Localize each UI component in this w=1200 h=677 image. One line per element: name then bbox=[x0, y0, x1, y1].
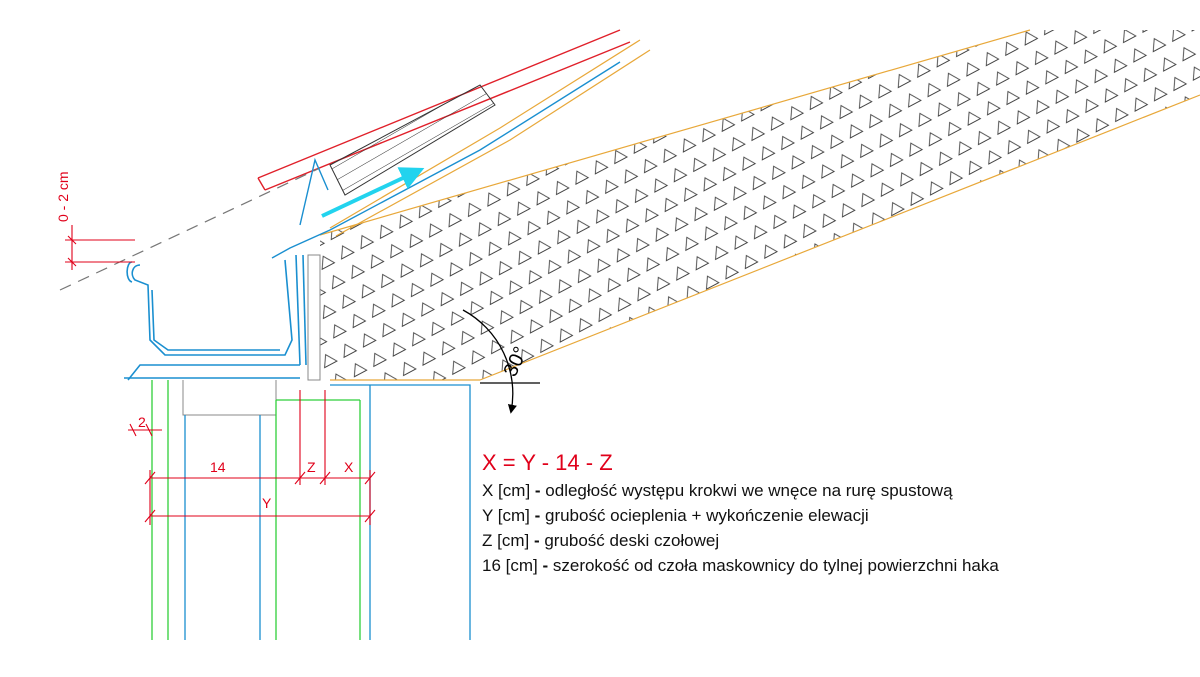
legend-sep: - bbox=[530, 481, 546, 500]
roof-slope-line bbox=[59, 167, 321, 291]
dim-top-offset: 0 - 2 cm bbox=[55, 171, 71, 222]
legend: X = Y - 14 - Z X [cm] - odległość występ… bbox=[482, 448, 999, 578]
drip-edge bbox=[271, 61, 621, 259]
legend-row-16: 16 [cm] - szerokość od czoła maskownicy … bbox=[482, 553, 999, 578]
wall-layers bbox=[151, 380, 471, 640]
angle-indicator bbox=[462, 309, 540, 414]
legend-key: 16 [cm] bbox=[482, 556, 538, 575]
legend-text: grubość deski czołowej bbox=[544, 531, 720, 550]
legend-key: X [cm] bbox=[482, 481, 531, 500]
legend-key: Y [cm] bbox=[482, 506, 530, 525]
legend-text: grubość ocieplenia + wykończenie elewacj… bbox=[544, 506, 869, 525]
dim-board: Z bbox=[307, 459, 316, 475]
legend-row-x: X [cm] - odległość występu krokwi we wnę… bbox=[482, 478, 999, 503]
batten bbox=[329, 84, 496, 196]
ventilation-arrow bbox=[321, 167, 425, 218]
dim-hook: 14 bbox=[210, 459, 226, 475]
legend-text: szerokość od czoła maskownicy do tylnej … bbox=[552, 556, 999, 575]
legend-text: odległość występu krokwi we wnęce na rur… bbox=[545, 481, 953, 500]
legend-key: Z [cm] bbox=[482, 531, 530, 550]
insulation-layer bbox=[319, 29, 1200, 381]
legend-sep: - bbox=[529, 531, 545, 550]
formula: X = Y - 14 - Z bbox=[482, 450, 613, 475]
dimension-lines bbox=[65, 225, 376, 525]
dim-gap: X bbox=[344, 459, 354, 475]
fascia-board bbox=[182, 254, 321, 416]
gutter bbox=[124, 254, 307, 381]
membrane-lines bbox=[329, 39, 651, 237]
legend-row-z: Z [cm] - grubość deski czołowej bbox=[482, 528, 999, 553]
legend-row-y: Y [cm] - grubość ocieplenia + wykończeni… bbox=[482, 503, 999, 528]
legend-sep: - bbox=[537, 556, 553, 575]
dim-total: Y bbox=[262, 495, 272, 511]
dim-lip: 2 bbox=[138, 414, 146, 430]
legend-sep: - bbox=[529, 506, 545, 525]
